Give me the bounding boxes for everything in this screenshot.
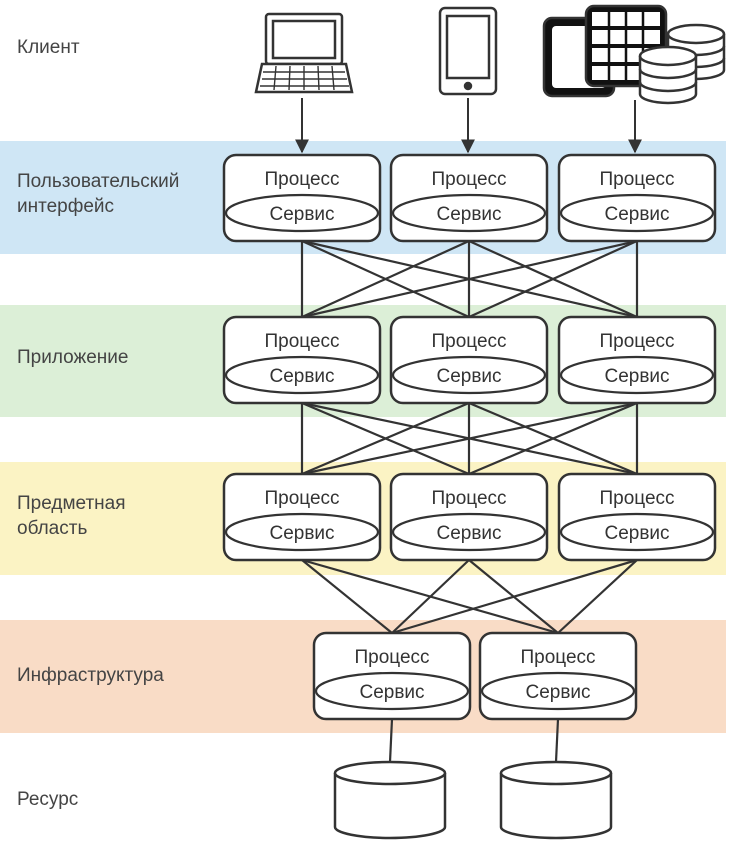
connector-line xyxy=(557,559,638,634)
process-label: Процесс xyxy=(431,169,506,190)
connector-line xyxy=(301,401,470,476)
service-label: Сервис xyxy=(436,204,501,225)
database-icon xyxy=(333,760,447,840)
process-label: Процесс xyxy=(599,488,674,509)
connector-line xyxy=(391,559,470,634)
lane-label-infrastructure: Инфраструктура xyxy=(17,665,164,686)
process-label: Процесс xyxy=(354,647,429,668)
laptop-icon xyxy=(254,12,354,94)
server-database-icon xyxy=(542,4,726,105)
service-label: Сервис xyxy=(604,366,669,387)
service-label: Сервис xyxy=(436,523,501,544)
connector-line xyxy=(388,718,394,763)
process-nodes: ПроцессСервисПроцессСервисПроцессСервисП… xyxy=(222,153,717,721)
lane-label-domain: Предметная область xyxy=(17,493,126,539)
process-label: Процесс xyxy=(431,488,506,509)
connector-line xyxy=(468,239,638,319)
connector-line xyxy=(301,401,638,476)
connector-line xyxy=(301,239,638,319)
lane-label-ui: Пользовательский интерфейс xyxy=(17,171,180,217)
service-label: Сервис xyxy=(269,366,334,387)
process-label: Процесс xyxy=(431,331,506,352)
service-label: Сервис xyxy=(269,204,334,225)
database-icon xyxy=(499,760,613,840)
service-label: Сервис xyxy=(436,366,501,387)
resource-databases xyxy=(333,760,613,840)
connector-line xyxy=(301,239,470,319)
service-label: Сервис xyxy=(525,682,590,703)
connector-line xyxy=(468,401,638,476)
process-label: Процесс xyxy=(599,331,674,352)
lane-label-resource: Ресурс xyxy=(17,789,79,810)
service-label: Сервис xyxy=(269,523,334,544)
client-arrows xyxy=(295,98,642,154)
service-label: Сервис xyxy=(604,204,669,225)
service-label: Сервис xyxy=(604,523,669,544)
tablet-icon xyxy=(438,6,498,96)
process-label: Процесс xyxy=(520,647,595,668)
service-label: Сервис xyxy=(359,682,424,703)
lane-label-application: Приложение xyxy=(17,347,129,368)
connector-line xyxy=(391,558,638,635)
connector-line xyxy=(301,559,393,634)
connector-line xyxy=(554,718,560,763)
lane-label-client: Клиент xyxy=(17,37,80,58)
process-label: Процесс xyxy=(599,169,674,190)
process-label: Процесс xyxy=(264,169,339,190)
process-label: Процесс xyxy=(264,488,339,509)
process-label: Процесс xyxy=(264,331,339,352)
connection-lines xyxy=(300,239,639,763)
